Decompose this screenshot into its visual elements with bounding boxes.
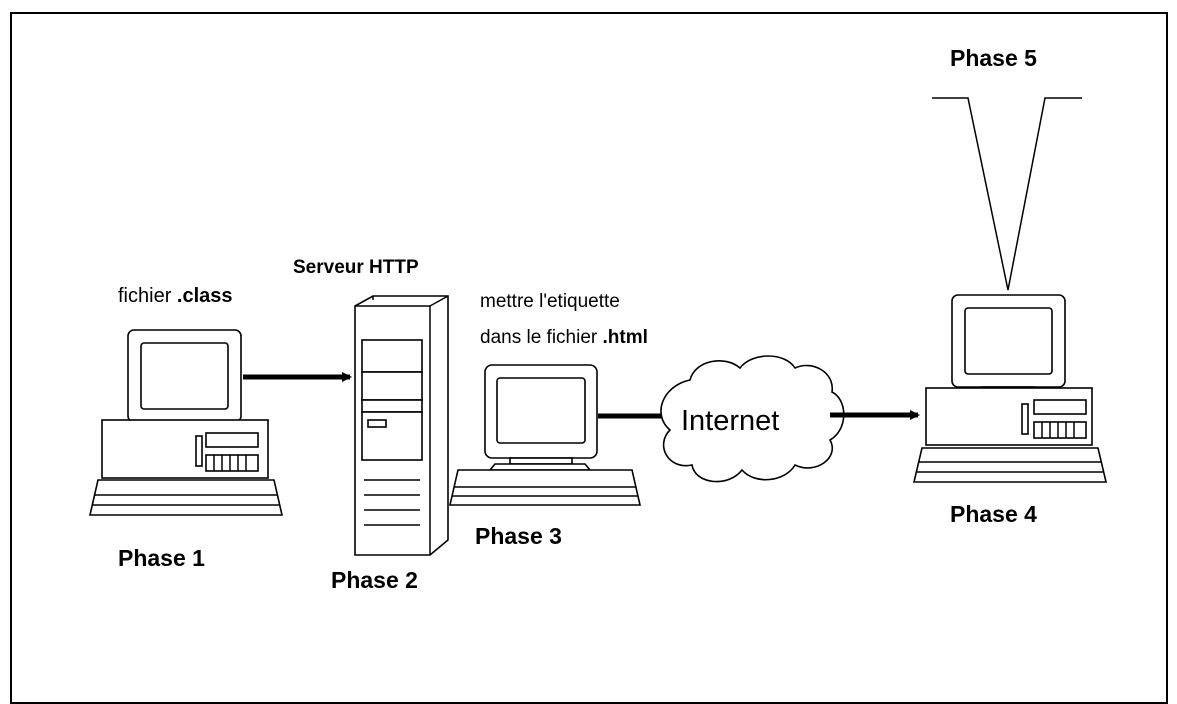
http-server-label: Serveur HTTP	[293, 257, 419, 278]
phase1-label: Phase 1	[118, 545, 205, 571]
internet-label: Internet	[681, 405, 779, 437]
phase1-computer-icon	[88, 329, 284, 516]
phase5-funnel-shape	[932, 97, 1082, 291]
phase2-label: Phase 2	[331, 567, 418, 593]
internet-cloud-icon	[660, 355, 845, 483]
tag-instruction-line2: dans le fichier .html	[480, 327, 648, 348]
phase3-computer-icon	[448, 364, 642, 506]
tag-instruction-line1: mettre l'etiquette	[480, 291, 620, 312]
class-file-label: fichier .class	[118, 285, 233, 307]
phase4-computer-icon	[912, 294, 1108, 483]
phase4-label: Phase 4	[950, 501, 1037, 527]
phase5-label: Phase 5	[950, 45, 1037, 71]
http-server-icon	[354, 295, 449, 556]
phase3-label: Phase 3	[475, 523, 562, 549]
